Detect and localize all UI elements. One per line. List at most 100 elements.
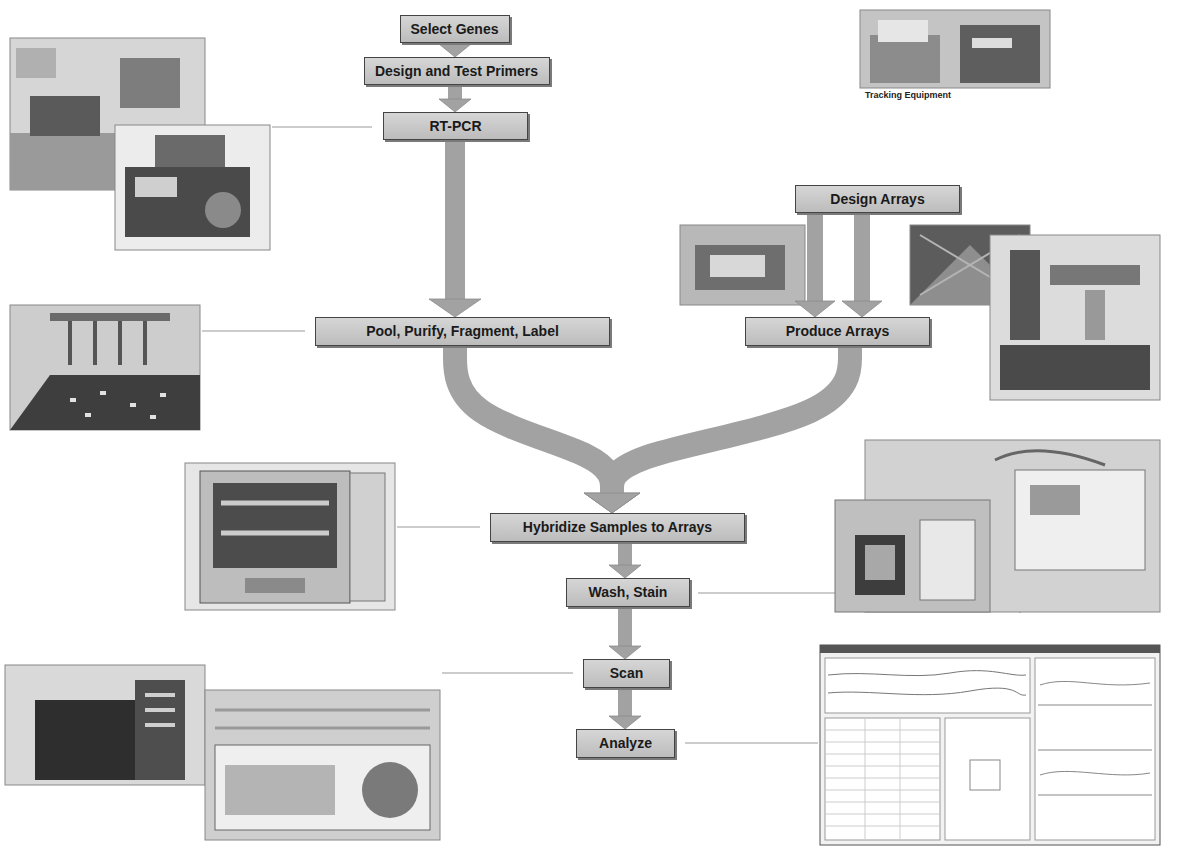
photo-detail [70,321,145,365]
photo-detail [865,545,895,580]
process-box: Scan [583,659,670,688]
arrow-head [429,299,481,317]
photo-detail [960,25,1040,83]
process-box: Produce Arrays [745,317,930,346]
step-label: Select Genes [411,21,499,37]
tracking-photo [860,10,1050,88]
oven-photo [185,463,395,610]
fluidics-photo [835,500,990,612]
step-label: Scan [610,665,643,681]
leader-line [272,126,372,127]
photo-detail [200,471,350,603]
leader-line [202,330,305,331]
arrow-head [584,493,640,513]
photo-detail [10,375,200,430]
leader-line [442,672,573,673]
software-screenshot [820,645,1160,845]
photo-frame [205,690,440,840]
photo-detail [855,535,905,595]
photo-detail [970,760,1000,790]
photo-detail [145,695,175,725]
flow-arrow [429,140,481,317]
photo-detail [710,255,765,277]
process-box: RT-PCR [383,112,528,140]
photo-detail [245,578,305,593]
photo-detail [920,520,975,600]
process-box: Wash, Stain [566,578,690,607]
flow-arrow [842,213,882,317]
photo-detail [945,718,1030,840]
arrow-head [795,301,835,317]
step-label: Produce Arrays [786,323,890,339]
photo-detail [820,645,1160,653]
arrow-head [439,99,471,112]
photo-detail [135,177,177,197]
photo-detail [205,192,241,228]
arrow-shaft [618,542,632,565]
arrow-shaft [618,688,632,716]
flow-arrow [795,213,835,317]
arrow-head [609,565,641,578]
photo-detail [828,671,1026,696]
process-box: Design and Test Primers [364,57,550,85]
photo-detail [70,393,166,417]
step-label: Design Arrays [830,191,924,207]
arrow-head [609,646,641,659]
photo-detail [16,48,56,78]
step-label: Wash, Stain [589,584,668,600]
photo-detail [50,313,170,321]
arrayer-photo [990,235,1160,400]
flow-arrow [609,688,641,729]
step-label: Hybridize Samples to Arrays [523,519,712,535]
arrow-head [842,301,882,317]
process-box: Hybridize Samples to Arrays [490,513,745,542]
photo-frame [990,235,1160,400]
arrow-head [439,44,471,57]
flow-arrow [439,85,471,112]
photo-detail [972,38,1012,48]
photo-frame [680,225,805,305]
arrow-shaft [612,346,850,493]
liquid-handler-photo [10,305,200,430]
photo-frame [10,305,200,430]
arrow-shaft [445,140,465,299]
flow-arrow [584,346,850,513]
photo-detail [225,765,335,815]
photo-frame [820,645,1160,845]
photo-detail [120,58,180,108]
photo-detail [135,680,185,780]
photo-detail [825,718,940,840]
photo-detail [695,245,785,290]
step-label: Design and Test Primers [375,63,538,79]
photo-detail [1000,345,1150,390]
photo-detail [215,745,430,830]
arrow-head [609,716,641,729]
photo-detail [125,167,250,237]
arrayer-photo [680,225,805,305]
photo-detail [350,473,385,601]
photo-detail [825,718,940,840]
photo-detail [870,35,940,83]
photo-detail [1038,681,1152,795]
photo-detail [221,503,329,533]
photo-detail [30,96,100,136]
arrow-head [584,493,640,513]
photo-detail [362,762,418,818]
step-label: Pool, Purify, Fragment, Label [366,323,559,339]
photo-detail [1035,658,1155,840]
process-box: Select Genes [400,15,510,43]
flow-arrow [609,542,641,578]
arrow-shaft [455,346,612,493]
photo-detail [995,451,1105,465]
arrow-shaft [854,213,870,301]
photo-frame [185,463,395,610]
leader-line [685,742,818,743]
photo-detail [213,483,337,568]
photo-frame [5,665,205,785]
process-box: Analyze [576,729,675,758]
photo-detail [1015,470,1145,570]
arrow-shaft [807,213,823,301]
leader-line [397,526,480,527]
